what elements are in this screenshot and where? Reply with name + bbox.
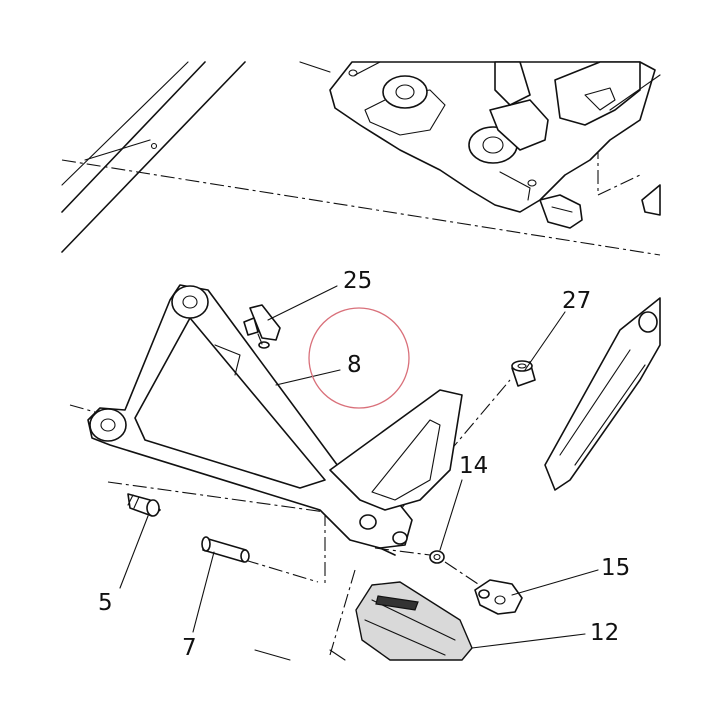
clip-part-25 xyxy=(243,304,281,349)
label-25: 25 xyxy=(343,268,372,294)
footpeg-part-12 xyxy=(254,581,473,661)
label-8: 8 xyxy=(347,352,362,378)
bolt-part-5 xyxy=(127,493,161,517)
callout-labels: 25 8 27 14 15 5 7 12 xyxy=(98,268,630,661)
label-27: 27 xyxy=(562,288,591,314)
label-12: 12 xyxy=(590,620,619,646)
pin-part-7 xyxy=(201,536,250,563)
footpeg-bracket-part-8 xyxy=(87,284,463,556)
label-7: 7 xyxy=(182,635,197,661)
label-15: 15 xyxy=(601,555,630,581)
frame-tube-lines xyxy=(61,61,331,253)
label-14: 14 xyxy=(459,453,488,479)
right-frame-member xyxy=(544,74,661,491)
spacer-part-27 xyxy=(511,360,536,387)
leader-lines xyxy=(119,285,599,649)
label-5: 5 xyxy=(98,590,113,616)
washer-part-14 xyxy=(429,550,445,564)
upper-bracket-assembly xyxy=(329,61,656,229)
highlight-circle xyxy=(308,307,410,409)
clip-part-15 xyxy=(474,579,523,615)
